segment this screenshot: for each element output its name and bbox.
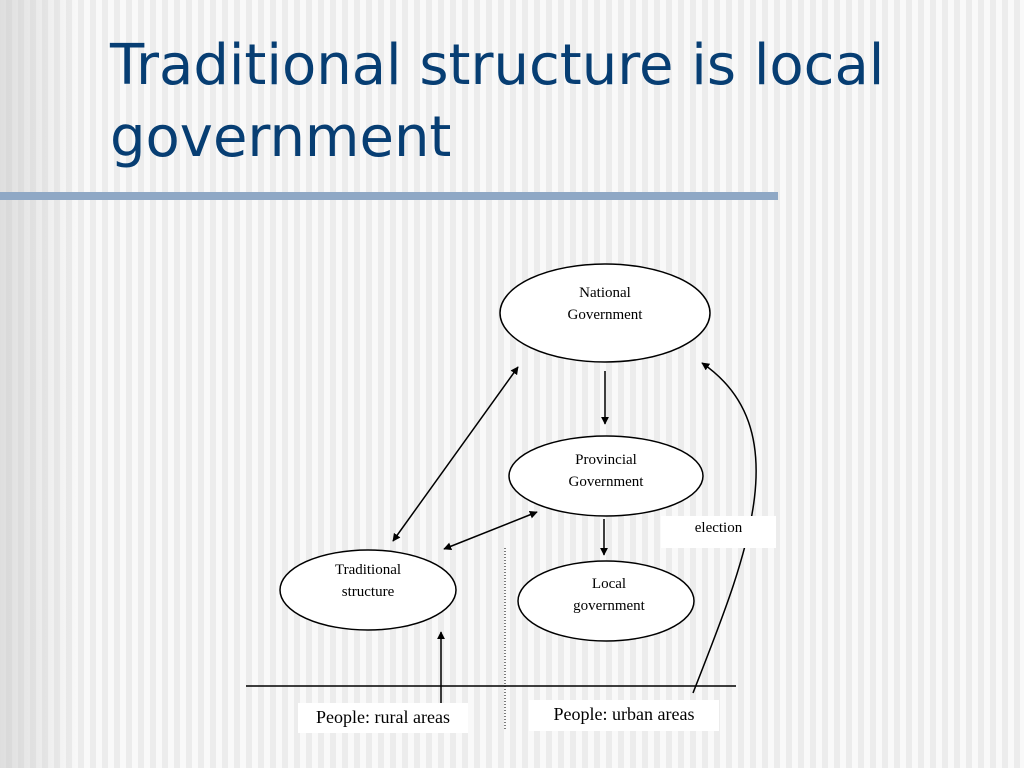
provincial-label-line-2: Government: [568, 474, 644, 490]
slide-title: Traditional structure is local governmen…: [110, 30, 1010, 174]
local-label-line-1: Local: [591, 576, 627, 592]
traditional-structure-label: Traditional structure: [308, 559, 428, 603]
provincial-government-label: Provincial Government: [546, 449, 666, 493]
provincial-label-line-1: Provincial: [575, 452, 637, 468]
traditional-label-line-2: structure: [341, 584, 395, 600]
arrow-traditional-provincial: [443, 510, 538, 551]
election-label: election: [661, 516, 776, 548]
traditional-structure-node: [279, 549, 457, 631]
national-label-line-2: Government: [567, 307, 643, 323]
local-label-line-2: government: [573, 598, 645, 614]
traditional-label-line-1: Traditional: [334, 562, 402, 578]
national-label-line-1: National: [579, 285, 631, 301]
title-underline: [0, 192, 778, 200]
arrow-urban-election-to-national: [692, 362, 757, 694]
people-rural-label: People: rural areas: [298, 703, 468, 733]
local-government-label: Local government: [549, 573, 669, 617]
national-government-label: National Government: [545, 282, 665, 326]
arrow-traditional-national: [392, 366, 519, 542]
background-fade: [0, 0, 80, 768]
local-government-node: [517, 560, 695, 642]
people-urban-label: People: urban areas: [529, 700, 719, 731]
national-government-node: [499, 263, 711, 363]
title-line-2: government: [110, 105, 452, 170]
title-line-1: Traditional structure is local: [110, 33, 885, 98]
